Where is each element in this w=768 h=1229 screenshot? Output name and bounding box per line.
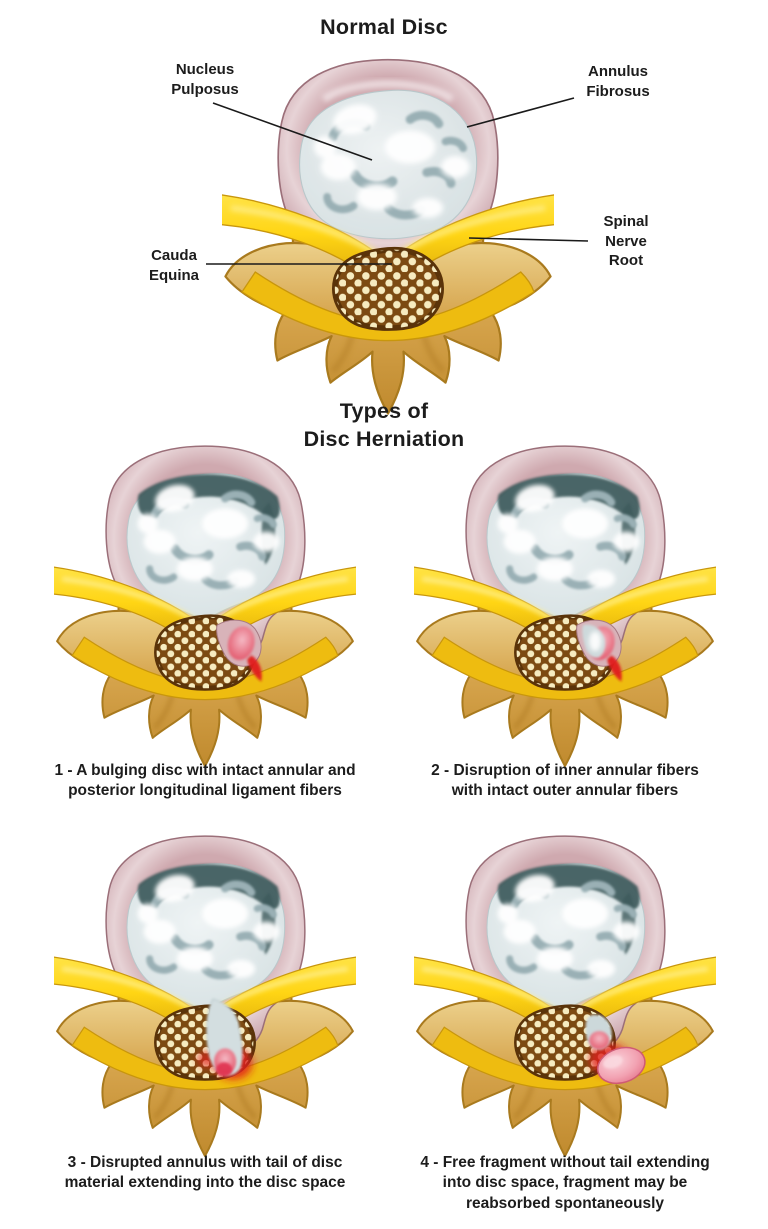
- panel-3: 3 - Disrupted annulus with tail of disc …: [25, 818, 385, 1194]
- panel-1-illustration: [54, 428, 356, 770]
- panel-2-illustration: [414, 428, 716, 770]
- normal-disc-illustration: [222, 42, 554, 418]
- normal-disc-title: Normal Disc: [320, 15, 448, 39]
- label-nucleus-pulposus: Nucleus Pulposus: [171, 61, 239, 98]
- types-title: Types of Disc Herniation: [303, 399, 465, 451]
- panel-4-illustration: [414, 818, 716, 1160]
- panel-2: 2 - Disruption of inner annular fibers w…: [385, 428, 745, 802]
- panel-3-illustration: [54, 818, 356, 1160]
- panel-3-caption: 3 - Disrupted annulus with tail of disc …: [64, 1154, 346, 1192]
- label-annulus-fibrosus: Annulus Fibrosus: [586, 63, 650, 100]
- panel-4-caption: 4 - Free fragment without tail extending…: [420, 1154, 710, 1212]
- panel-1-caption: 1 - A bulging disc with intact annular a…: [54, 762, 356, 800]
- panel-1: 1 - A bulging disc with intact annular a…: [25, 428, 385, 802]
- panel-4: 4 - Free fragment without tail extending…: [385, 818, 745, 1214]
- label-spinal-nerve-root: Spinal Nerve Root: [603, 213, 649, 269]
- panel-2-caption: 2 - Disruption of inner annular fibers w…: [431, 762, 699, 800]
- label-cauda-equina: Cauda Equina: [148, 247, 199, 284]
